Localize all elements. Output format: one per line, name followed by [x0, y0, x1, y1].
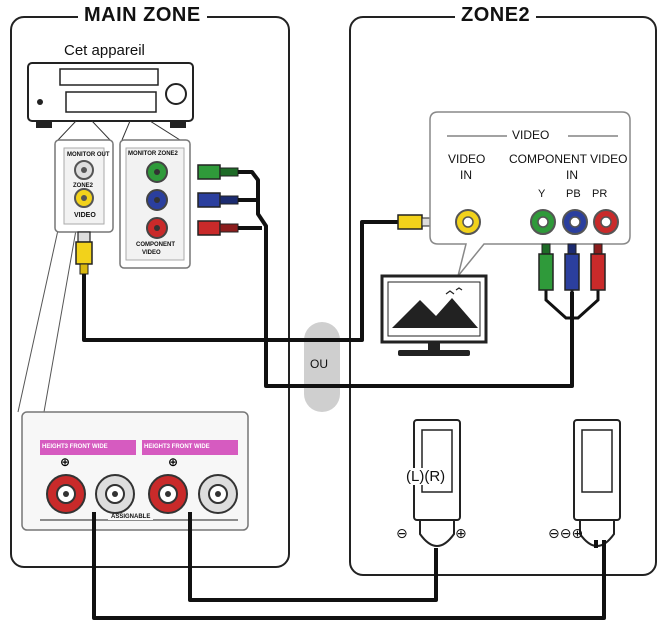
zone2-title: ZONE2: [455, 4, 537, 27]
receiver-video-panel: [54, 139, 114, 233]
component-plugs-tv: [538, 243, 606, 291]
monitor-out-label: MONITOR OUT: [67, 152, 110, 158]
tv-component-line2: IN: [566, 168, 578, 182]
video-cables: [82, 170, 574, 388]
tv-pr-label: PR: [592, 188, 608, 200]
svg-text:⊖: ⊖: [396, 526, 408, 542]
svg-text:⊖⊖⊕: ⊖⊖⊕: [548, 526, 583, 542]
main-zone-title: MAIN ZONE: [78, 4, 207, 27]
component-small-label: COMPONENT: [136, 242, 175, 248]
monitor-zone2-label: MONITOR ZONE2: [128, 151, 178, 157]
tv-video-header: VIDEO: [512, 128, 550, 142]
speaker-cables: [92, 512, 606, 620]
tv-component-line1: COMPONENT VIDEO: [509, 152, 628, 166]
tv-connector-panel: [429, 111, 631, 277]
component-bundle-tv: [544, 290, 600, 320]
tv-video-in-line1: VIDEO: [448, 152, 486, 166]
terminal-header-left: HEIGHT3 FRONT WIDE: [42, 444, 108, 450]
tv-icon: [380, 274, 488, 356]
terminal-header-right: HEIGHT3 FRONT WIDE: [144, 444, 210, 450]
receiver-unit: [27, 62, 194, 128]
receiver-label: Cet appareil: [64, 42, 145, 59]
video-plug-tv: [397, 214, 433, 230]
tv-video-in-line2: IN: [460, 168, 472, 182]
video-plug-receiver: [75, 231, 93, 275]
receiver-component-panel: [119, 139, 191, 269]
speaker-right-icon: [573, 419, 621, 547]
zone2-small-label: ZONE2: [73, 183, 94, 189]
speaker-channel-label: (L)(R): [406, 468, 446, 485]
video-small-label: VIDEO: [74, 212, 96, 219]
svg-text:⊕: ⊕: [60, 455, 70, 469]
assignable-label: ASSIGNABLE: [108, 514, 154, 520]
speaker-polarity-marks: ⊖ ⊕ ⊖⊖⊕: [396, 526, 583, 542]
svg-text:⊕: ⊕: [168, 455, 178, 469]
tv-y-label: Y: [538, 188, 546, 200]
or-label: OU: [310, 357, 328, 371]
speaker-terminals: [46, 474, 238, 514]
or-pill: [304, 322, 340, 412]
tv-pb-label: PB: [566, 188, 581, 200]
component-plugs-receiver: [197, 164, 239, 236]
svg-text:⊕: ⊕: [455, 526, 467, 542]
component-video-small-label: VIDEO: [142, 250, 161, 256]
